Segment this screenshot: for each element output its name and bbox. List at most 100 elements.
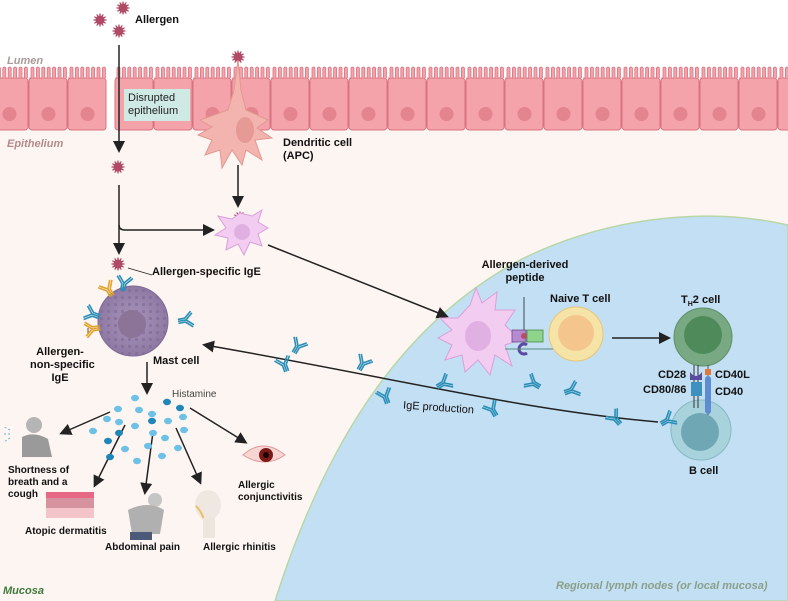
antibody-icon [604,408,623,426]
antibody-icon [116,274,134,292]
histamine-granule [104,437,112,445]
histamine-granule [131,394,139,402]
epithelial-cell [465,66,505,131]
histamine-granule [89,427,97,435]
dendritic-cell-lymph [436,286,555,377]
cd40l-receptor [705,369,711,375]
symptom-abdominal-pain: Abdominal pain [105,542,180,553]
label-cd40: CD40 [715,386,744,398]
label-allergen-derived-peptide: Allergen-derived peptide [470,259,580,285]
histamine-granule [115,429,123,437]
cd28-receptor [690,372,702,380]
histamine-granule [103,415,111,423]
allergen-particle [112,24,126,38]
costimulatory-receptors [690,365,711,415]
antibody-icon [356,353,374,372]
label-mast-cell: Mast cell [153,355,200,367]
histamine-granule [135,406,143,414]
skin-dermatitis-icon [46,492,94,518]
epithelial-cell [504,66,544,131]
conjunctivitis-line-1: Allergic [238,480,275,491]
ige-antibodies [83,274,678,427]
epithelium-layer [0,66,788,131]
tcr-complex [526,329,544,343]
peptide-line-2: peptide [505,272,545,284]
histamine-granule [149,429,157,437]
epithelial-cell [426,66,466,131]
th2-suffix: 2 cell [692,294,721,306]
antibody-icon [291,336,309,355]
symptom-breath-line-1: Shortness of [8,465,70,476]
cd80-86-receptor [691,382,702,396]
label-allergen-nonspecific-ige: Allergen- non-specific IgE [30,346,95,385]
label-allergen-specific-ige: Allergen-specific IgE [152,266,261,278]
epithelial-cell [582,66,622,131]
antibody-icon [83,321,101,339]
lymph-node-region [274,215,788,601]
nonspecific-line-3: IgE [51,372,69,384]
epithelial-cell [67,66,107,131]
th2-subscript: H [687,301,693,309]
symptom-atopic-dermatitis: Atopic dermatitis [25,526,107,537]
antibody-icon [659,409,678,427]
antibody-icon [523,372,542,390]
antibody-icon [274,355,291,373]
lumen-region [0,0,788,70]
ige-pointer [127,267,153,276]
mast-cell [97,285,169,357]
epithelial-cell [387,66,427,131]
histamine-granule [121,445,129,453]
dendritic-line-1: Dendritic cell [283,137,353,149]
allergen-particle [231,50,245,64]
region-label-lumen: Lumen [7,55,44,67]
person-coughing-icon [2,417,52,457]
region-label-mucosa: Mucosa [3,585,44,597]
label-cd80-86: CD80/86 [643,384,687,396]
naive-t-cell [548,306,604,362]
label-cd28: CD28 [658,369,687,381]
cd40-receptor [705,376,711,414]
epithelial-cell [348,66,388,131]
b-cell [670,399,732,461]
histamine-granule [176,404,184,412]
abdominal-pain-icon [128,493,164,540]
histamine-granule [133,457,141,465]
th2-cell [673,307,733,367]
label-cd40l: CD40L [715,369,750,381]
antibody-icon [375,387,392,405]
histamine-granule [161,434,169,442]
antibody-icon [177,310,195,328]
label-allergen: Allergen [135,14,180,26]
dendritic-cell [196,59,274,170]
red-eye-icon [242,445,286,463]
histamine-granule [148,417,156,425]
epithelial-cell [309,66,349,131]
epithelial-cell [738,66,778,131]
histamine-granule [180,426,188,434]
disrupted-line-2: epithelium [128,105,179,117]
arrow-to-breath [59,411,111,435]
histamine-granule [144,442,152,450]
histamine-granule [158,452,166,460]
peptide-line-1: Allergen-derived [481,259,569,271]
label-disrupted-epithelium: Disrupted epithelium [124,89,190,121]
symptom-breath-line-2: breath and a [8,477,68,488]
histamine-granule [174,444,182,452]
epithelial-cell [777,66,788,131]
histamine-granule [131,422,139,430]
epithelial-cell [660,66,700,131]
antibody-icon [83,304,101,321]
label-dendritic-cell: Dendritic cell (APC) [283,137,352,163]
symptom-breath: Shortness of breath and a cough [8,465,69,501]
epithelial-cell [543,66,583,131]
label-th2-cell: TH2 cell [681,294,720,311]
histamine-granule [148,410,156,418]
histamine-granule [106,453,114,461]
symptom-allergic-rhinitis: Allergic rhinitis [203,542,276,553]
symptom-allergic-conjunctivitis: Allergic conjunctivitis [238,480,302,504]
histamine-granule [115,418,123,426]
arrow-to-conjunctivitis [189,407,248,444]
epithelial-cell [0,66,29,131]
